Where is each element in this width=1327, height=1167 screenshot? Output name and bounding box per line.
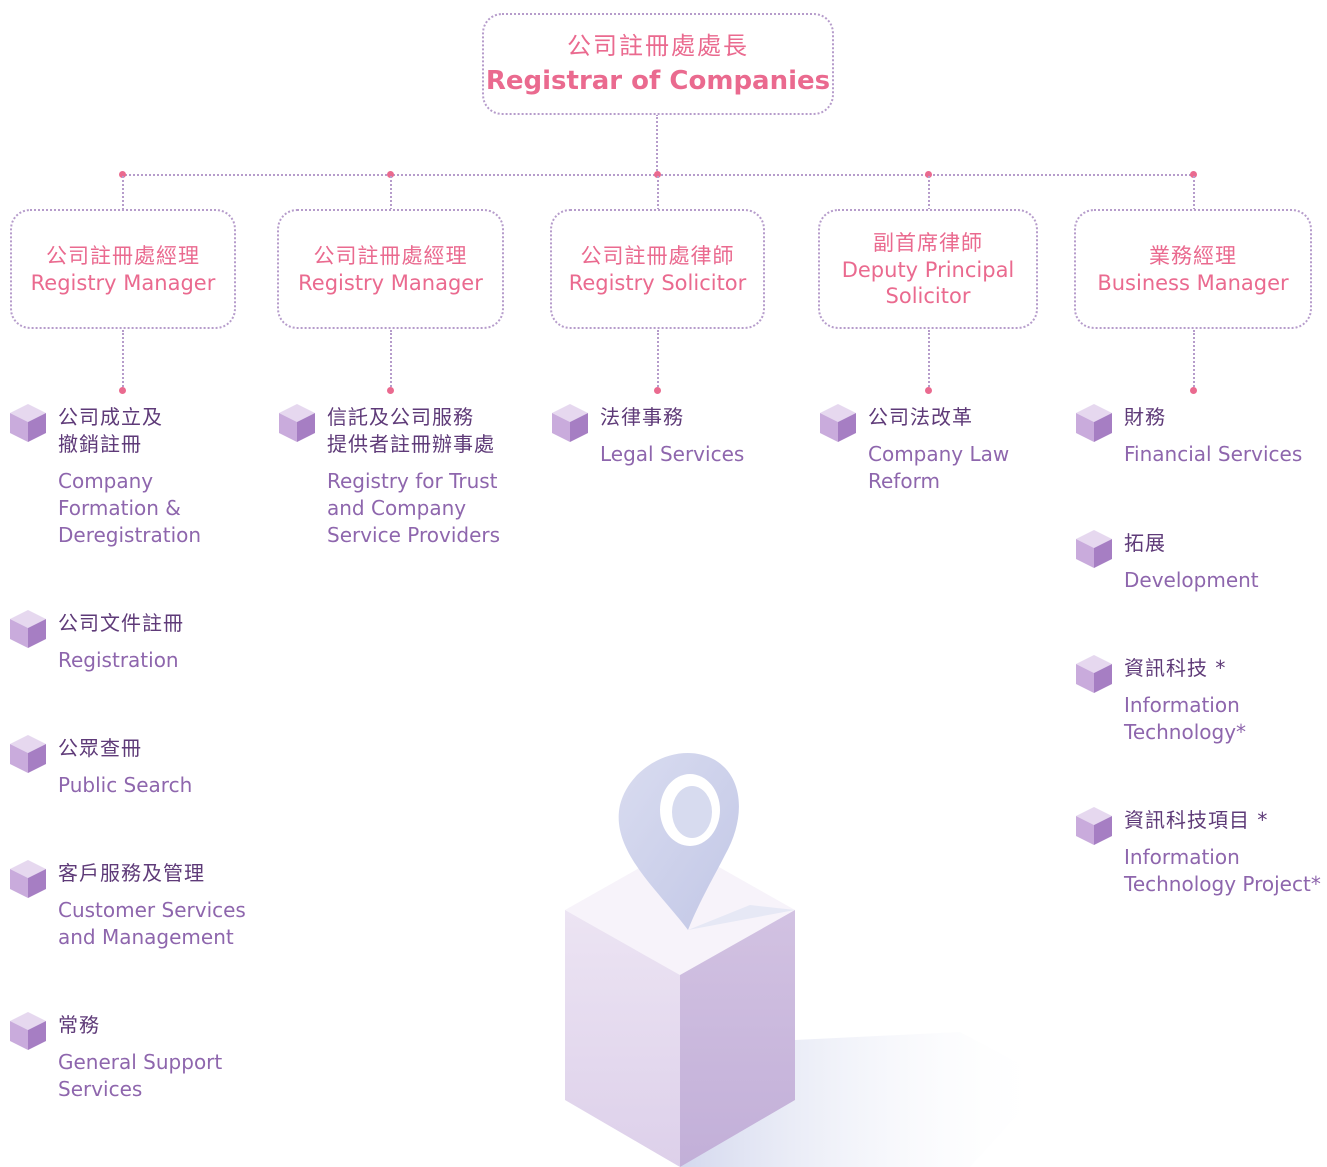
manager-title-en: Business Manager bbox=[1097, 271, 1289, 295]
item-title-en: Information Technology* bbox=[1124, 693, 1247, 744]
manager-box: 公司註冊處經理 Registry Manager bbox=[277, 209, 504, 329]
manager-title-zh: 公司註冊處律師 bbox=[580, 244, 735, 268]
connector-dot bbox=[925, 171, 932, 178]
cube-icon bbox=[552, 404, 588, 442]
connector-down bbox=[122, 330, 124, 390]
item-title-en: Information Technology Project* bbox=[1124, 845, 1321, 896]
item-title-zh: 常務 bbox=[58, 1013, 100, 1037]
item-title-en: Registry for Trust and Company Service P… bbox=[327, 469, 501, 547]
connector-top bbox=[656, 114, 658, 174]
item-title-en: Company Law Reform bbox=[868, 442, 1010, 493]
manager-title-en: Registry Solicitor bbox=[568, 271, 747, 295]
manager-box: 公司註冊處經理 Registry Manager bbox=[10, 209, 236, 329]
cube-icon bbox=[10, 1012, 46, 1050]
connector-down bbox=[1193, 330, 1195, 390]
item-title-en: Registration bbox=[58, 648, 179, 672]
item-title-en: Financial Services bbox=[1124, 442, 1303, 466]
cube-icon bbox=[1076, 530, 1112, 568]
location-pin-box-icon bbox=[565, 752, 1050, 1167]
manager-box: 公司註冊處律師 Registry Solicitor bbox=[550, 209, 765, 329]
cube-icon bbox=[10, 735, 46, 773]
item-title-zh: 公司法改革 bbox=[868, 405, 973, 429]
connector-down bbox=[657, 330, 659, 390]
item-title-en: Public Search bbox=[58, 773, 193, 797]
cube-icon bbox=[1076, 655, 1112, 693]
connector-dot bbox=[119, 171, 126, 178]
registrar-title-en: Registrar of Companies bbox=[485, 66, 831, 96]
connector-dot bbox=[925, 387, 932, 394]
item-title-zh: 公眾查冊 bbox=[58, 736, 142, 760]
registrar-box: 公司註冊處處長 Registrar of Companies bbox=[482, 13, 834, 115]
cube-icon bbox=[10, 610, 46, 648]
item-title-zh: 公司成立及 撤銷註冊 bbox=[58, 405, 163, 456]
manager-title-zh: 副首席律師 bbox=[873, 231, 983, 255]
item-title-zh: 拓展 bbox=[1124, 531, 1166, 555]
connector-dot bbox=[654, 171, 661, 178]
manager-title-zh: 業務經理 bbox=[1149, 244, 1237, 268]
connector-dot bbox=[387, 171, 394, 178]
manager-title-zh: 公司註冊處經理 bbox=[313, 244, 468, 268]
connector-dot bbox=[1190, 387, 1197, 394]
connector-drop bbox=[390, 176, 392, 210]
cube-icon bbox=[10, 404, 46, 442]
item-title-en: General Support Services bbox=[58, 1050, 223, 1101]
connector-dot bbox=[654, 387, 661, 394]
connector-down bbox=[390, 330, 392, 390]
item-title-zh: 資訊科技 * bbox=[1124, 656, 1227, 680]
item-title-en: Development bbox=[1124, 568, 1259, 592]
item-title-en: Legal Services bbox=[600, 442, 745, 466]
manager-title-zh: 公司註冊處經理 bbox=[46, 244, 200, 268]
manager-title-en: Registry Manager bbox=[298, 271, 483, 295]
item-title-zh: 財務 bbox=[1124, 405, 1166, 429]
item-title-zh: 信託及公司服務 提供者註冊辦事處 bbox=[327, 405, 495, 456]
item-title-zh: 資訊科技項目 * bbox=[1124, 808, 1269, 832]
connector-dot bbox=[119, 387, 126, 394]
cube-icon bbox=[1076, 807, 1112, 845]
manager-title-en: Deputy Principal Solicitor bbox=[841, 258, 1015, 308]
connector-drop bbox=[928, 176, 930, 210]
connector-drop bbox=[1193, 176, 1195, 210]
item-title-zh: 公司文件註冊 bbox=[58, 611, 184, 635]
cube-icon bbox=[279, 404, 315, 442]
connector-dot bbox=[387, 387, 394, 394]
manager-title-en: Registry Manager bbox=[30, 271, 216, 295]
manager-box: 業務經理 Business Manager bbox=[1074, 209, 1312, 329]
connector-down bbox=[928, 330, 930, 390]
cube-icon bbox=[10, 860, 46, 898]
manager-box: 副首席律師 Deputy Principal Solicitor bbox=[818, 209, 1038, 329]
cube-icon bbox=[1076, 404, 1112, 442]
item-title-zh: 客戶服務及管理 bbox=[58, 861, 205, 885]
connector-dot bbox=[1190, 171, 1197, 178]
registrar-title-zh: 公司註冊處處長 bbox=[567, 32, 749, 60]
cube-icon bbox=[820, 404, 856, 442]
connector-drop bbox=[122, 176, 124, 210]
connector-drop bbox=[657, 176, 659, 210]
item-title-zh: 法律事務 bbox=[600, 405, 684, 429]
item-title-en: Company Formation & Deregistration bbox=[58, 469, 202, 547]
item-title-en: Customer Services and Management bbox=[58, 898, 246, 949]
